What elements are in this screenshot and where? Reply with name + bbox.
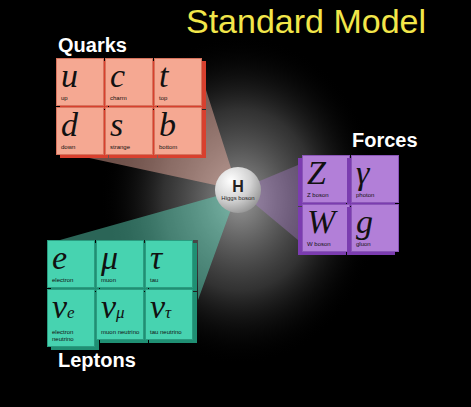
particle-name: bottom bbox=[159, 144, 198, 151]
particle-name: up bbox=[61, 95, 100, 102]
particle-name: Higgs boson bbox=[221, 195, 254, 202]
particle-symbol: e bbox=[52, 242, 91, 274]
particle-symbol: t bbox=[159, 60, 198, 92]
quark-tile: t top bbox=[154, 58, 202, 106]
particle-name: electron bbox=[52, 277, 91, 284]
particle-symbol: d bbox=[61, 109, 100, 141]
quark-tile: d down bbox=[56, 107, 104, 155]
quark-tile: c charm bbox=[105, 58, 153, 106]
quark-tile: s strange bbox=[105, 107, 153, 155]
title: Standard Model bbox=[186, 2, 426, 40]
particle-name: W boson bbox=[307, 241, 346, 248]
lepton-tile: μ muon bbox=[96, 240, 144, 288]
particle-name: muon neutrino bbox=[101, 329, 140, 336]
particle-name: charm bbox=[110, 95, 149, 102]
group-heading: Leptons bbox=[58, 348, 136, 372]
force-tile: W W boson bbox=[302, 204, 350, 252]
group-heading: Forces bbox=[352, 128, 418, 152]
lepton-tile: νeelectron neutrino bbox=[47, 289, 95, 347]
force-tile: g gluon bbox=[351, 204, 399, 252]
particle-symbol: νμ bbox=[101, 291, 140, 329]
particle-name: tau neutrino bbox=[150, 329, 189, 336]
lepton-tile: τ tau bbox=[145, 240, 193, 288]
particle-name: down bbox=[61, 144, 100, 151]
particle-name: tau bbox=[150, 277, 189, 284]
particle-name: photon bbox=[356, 192, 395, 199]
quark-tile: u up bbox=[56, 58, 104, 106]
group-heading: Quarks bbox=[58, 33, 127, 57]
particle-symbol: γ bbox=[356, 157, 395, 189]
particle-name: Z boson bbox=[307, 192, 346, 199]
particle-name: gluon bbox=[356, 241, 395, 248]
particle-symbol: τ bbox=[150, 242, 189, 274]
particle-symbol: b bbox=[159, 109, 198, 141]
lepton-tile: e electron bbox=[47, 240, 95, 288]
particle-name: muon bbox=[101, 277, 140, 284]
particle-symbol: s bbox=[110, 109, 149, 141]
force-tile: γ photon bbox=[351, 155, 399, 203]
particle-name: electron neutrino bbox=[52, 329, 91, 343]
quark-tile: b bottom bbox=[154, 107, 202, 155]
particle-name: strange bbox=[110, 144, 149, 151]
lepton-tile: νμmuon neutrino bbox=[96, 289, 144, 340]
particle-symbol: c bbox=[110, 60, 149, 92]
particle-symbol: u bbox=[61, 60, 100, 92]
particle-symbol: Z bbox=[307, 157, 346, 189]
particle-symbol: W bbox=[307, 206, 346, 238]
particle-name: top bbox=[159, 95, 198, 102]
particle-symbol: H bbox=[232, 179, 244, 195]
particle-symbol: μ bbox=[101, 242, 140, 274]
particle-symbol: g bbox=[356, 206, 395, 238]
particle-symbol: ντ bbox=[150, 291, 189, 329]
particle-symbol: νe bbox=[52, 291, 91, 329]
lepton-tile: ντtau neutrino bbox=[145, 289, 193, 340]
force-tile: Z Z boson bbox=[302, 155, 350, 203]
higgs-sphere: HHiggs boson bbox=[215, 167, 261, 213]
